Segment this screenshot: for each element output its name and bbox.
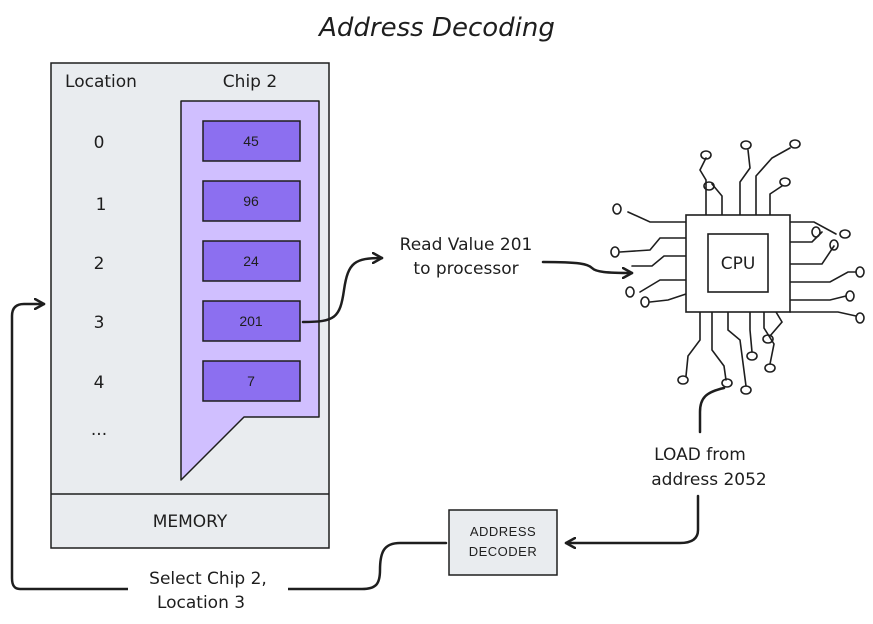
cpu-chip — [610, 139, 865, 395]
read-arrow-to-cpu — [541, 260, 634, 273]
cpu-pin — [755, 147, 791, 216]
cpu-pin — [739, 149, 751, 216]
memory-cell-value: 7 — [247, 373, 255, 389]
cpu-pin-pad — [700, 150, 712, 160]
memory-cell-selected — [202, 300, 301, 342]
cpu-pin-pad — [677, 375, 689, 385]
cpu-pin — [727, 311, 747, 387]
cpu-pin-pad — [610, 246, 620, 258]
cpu-pin — [639, 279, 687, 293]
memory-cell-value: 201 — [239, 313, 263, 329]
decoder-line1: ADDRESS — [470, 524, 536, 539]
cpu-pin-pad — [640, 296, 650, 308]
location-label: 4 — [94, 373, 105, 393]
memory-cell — [202, 180, 301, 222]
cpu-core — [707, 233, 769, 293]
cpu-pin — [789, 221, 837, 235]
cpu-pin — [789, 245, 835, 265]
cpu-pin — [699, 157, 707, 216]
cpu-pin — [789, 311, 857, 317]
select-label-bg — [128, 564, 288, 614]
cpu-pin-pad — [612, 203, 622, 215]
cpu-pin — [711, 183, 723, 216]
cpu-pin — [649, 293, 687, 303]
memory-footer-label: MEMORY — [153, 512, 228, 532]
cpu-pin-pad — [740, 385, 752, 395]
select-line2: Location 3 — [157, 593, 245, 613]
address-decoder-box — [448, 509, 558, 576]
read-value-line1: Read Value 201 — [400, 235, 533, 255]
cpu-pin-pad — [762, 334, 774, 344]
read-value-line2: to processor — [413, 259, 518, 279]
cpu-pin — [769, 185, 783, 216]
select-arrow-to-memory — [10, 304, 448, 591]
cpu-pin-pad — [811, 226, 821, 238]
cpu-pin-pad — [855, 312, 865, 324]
diagram-title: Address Decoding — [317, 13, 555, 43]
cpu-pin-pad — [855, 266, 865, 278]
load-line1: LOAD from — [654, 445, 746, 465]
cpu-pin-pad — [779, 177, 791, 187]
memory-cell — [202, 360, 301, 402]
cpu-pin-pad — [740, 140, 752, 150]
cpu-pin — [769, 311, 783, 337]
location-label: 2 — [94, 254, 105, 274]
cpu-pin — [749, 311, 753, 353]
cpu-pin-pad — [721, 378, 733, 388]
location-label: 0 — [94, 133, 105, 153]
memory-cell-value: 24 — [243, 253, 259, 269]
cpu-pin — [789, 295, 847, 301]
location-ellipsis: ... — [91, 420, 107, 440]
cpu-pin — [619, 237, 687, 253]
memory-panel: Location Chip 2 MEMORY 0 1 2 3 4 ... 45 … — [50, 62, 330, 549]
cpu-pin — [711, 311, 727, 381]
location-header: Location — [65, 72, 137, 92]
cpu-pin-pad — [829, 239, 839, 251]
memory-cell-value: 45 — [243, 133, 259, 149]
cpu-pin-pad — [625, 286, 635, 298]
cpu-pin — [685, 311, 701, 377]
chip-header: Chip 2 — [223, 72, 277, 92]
cpu-pin-pad — [746, 351, 758, 361]
cpu-pin-pad — [845, 290, 855, 302]
cpu-pin — [789, 271, 857, 283]
memory-cell — [202, 120, 301, 162]
load-connector — [698, 386, 726, 434]
cpu-pin — [627, 211, 687, 223]
cpu-pin-pad — [764, 363, 776, 373]
cpu-pin-pad — [789, 139, 801, 149]
cpu-label: CPU — [721, 254, 756, 274]
memory-cell — [202, 240, 301, 282]
load-line2: address 2052 — [651, 470, 766, 490]
location-label: 3 — [94, 313, 105, 333]
load-arrow-to-decoder — [564, 494, 700, 543]
memory-cell-value: 96 — [243, 193, 259, 209]
select-line1: Select Chip 2, — [149, 569, 267, 589]
location-label: 1 — [96, 195, 107, 215]
decoder-line2: DECODER — [469, 544, 538, 559]
cpu-pin — [631, 255, 687, 267]
cpu-pin — [763, 311, 775, 365]
cpu-pin-pad — [703, 181, 715, 191]
cpu-pin-pad — [839, 229, 851, 239]
read-arrow-to-label — [301, 258, 384, 324]
